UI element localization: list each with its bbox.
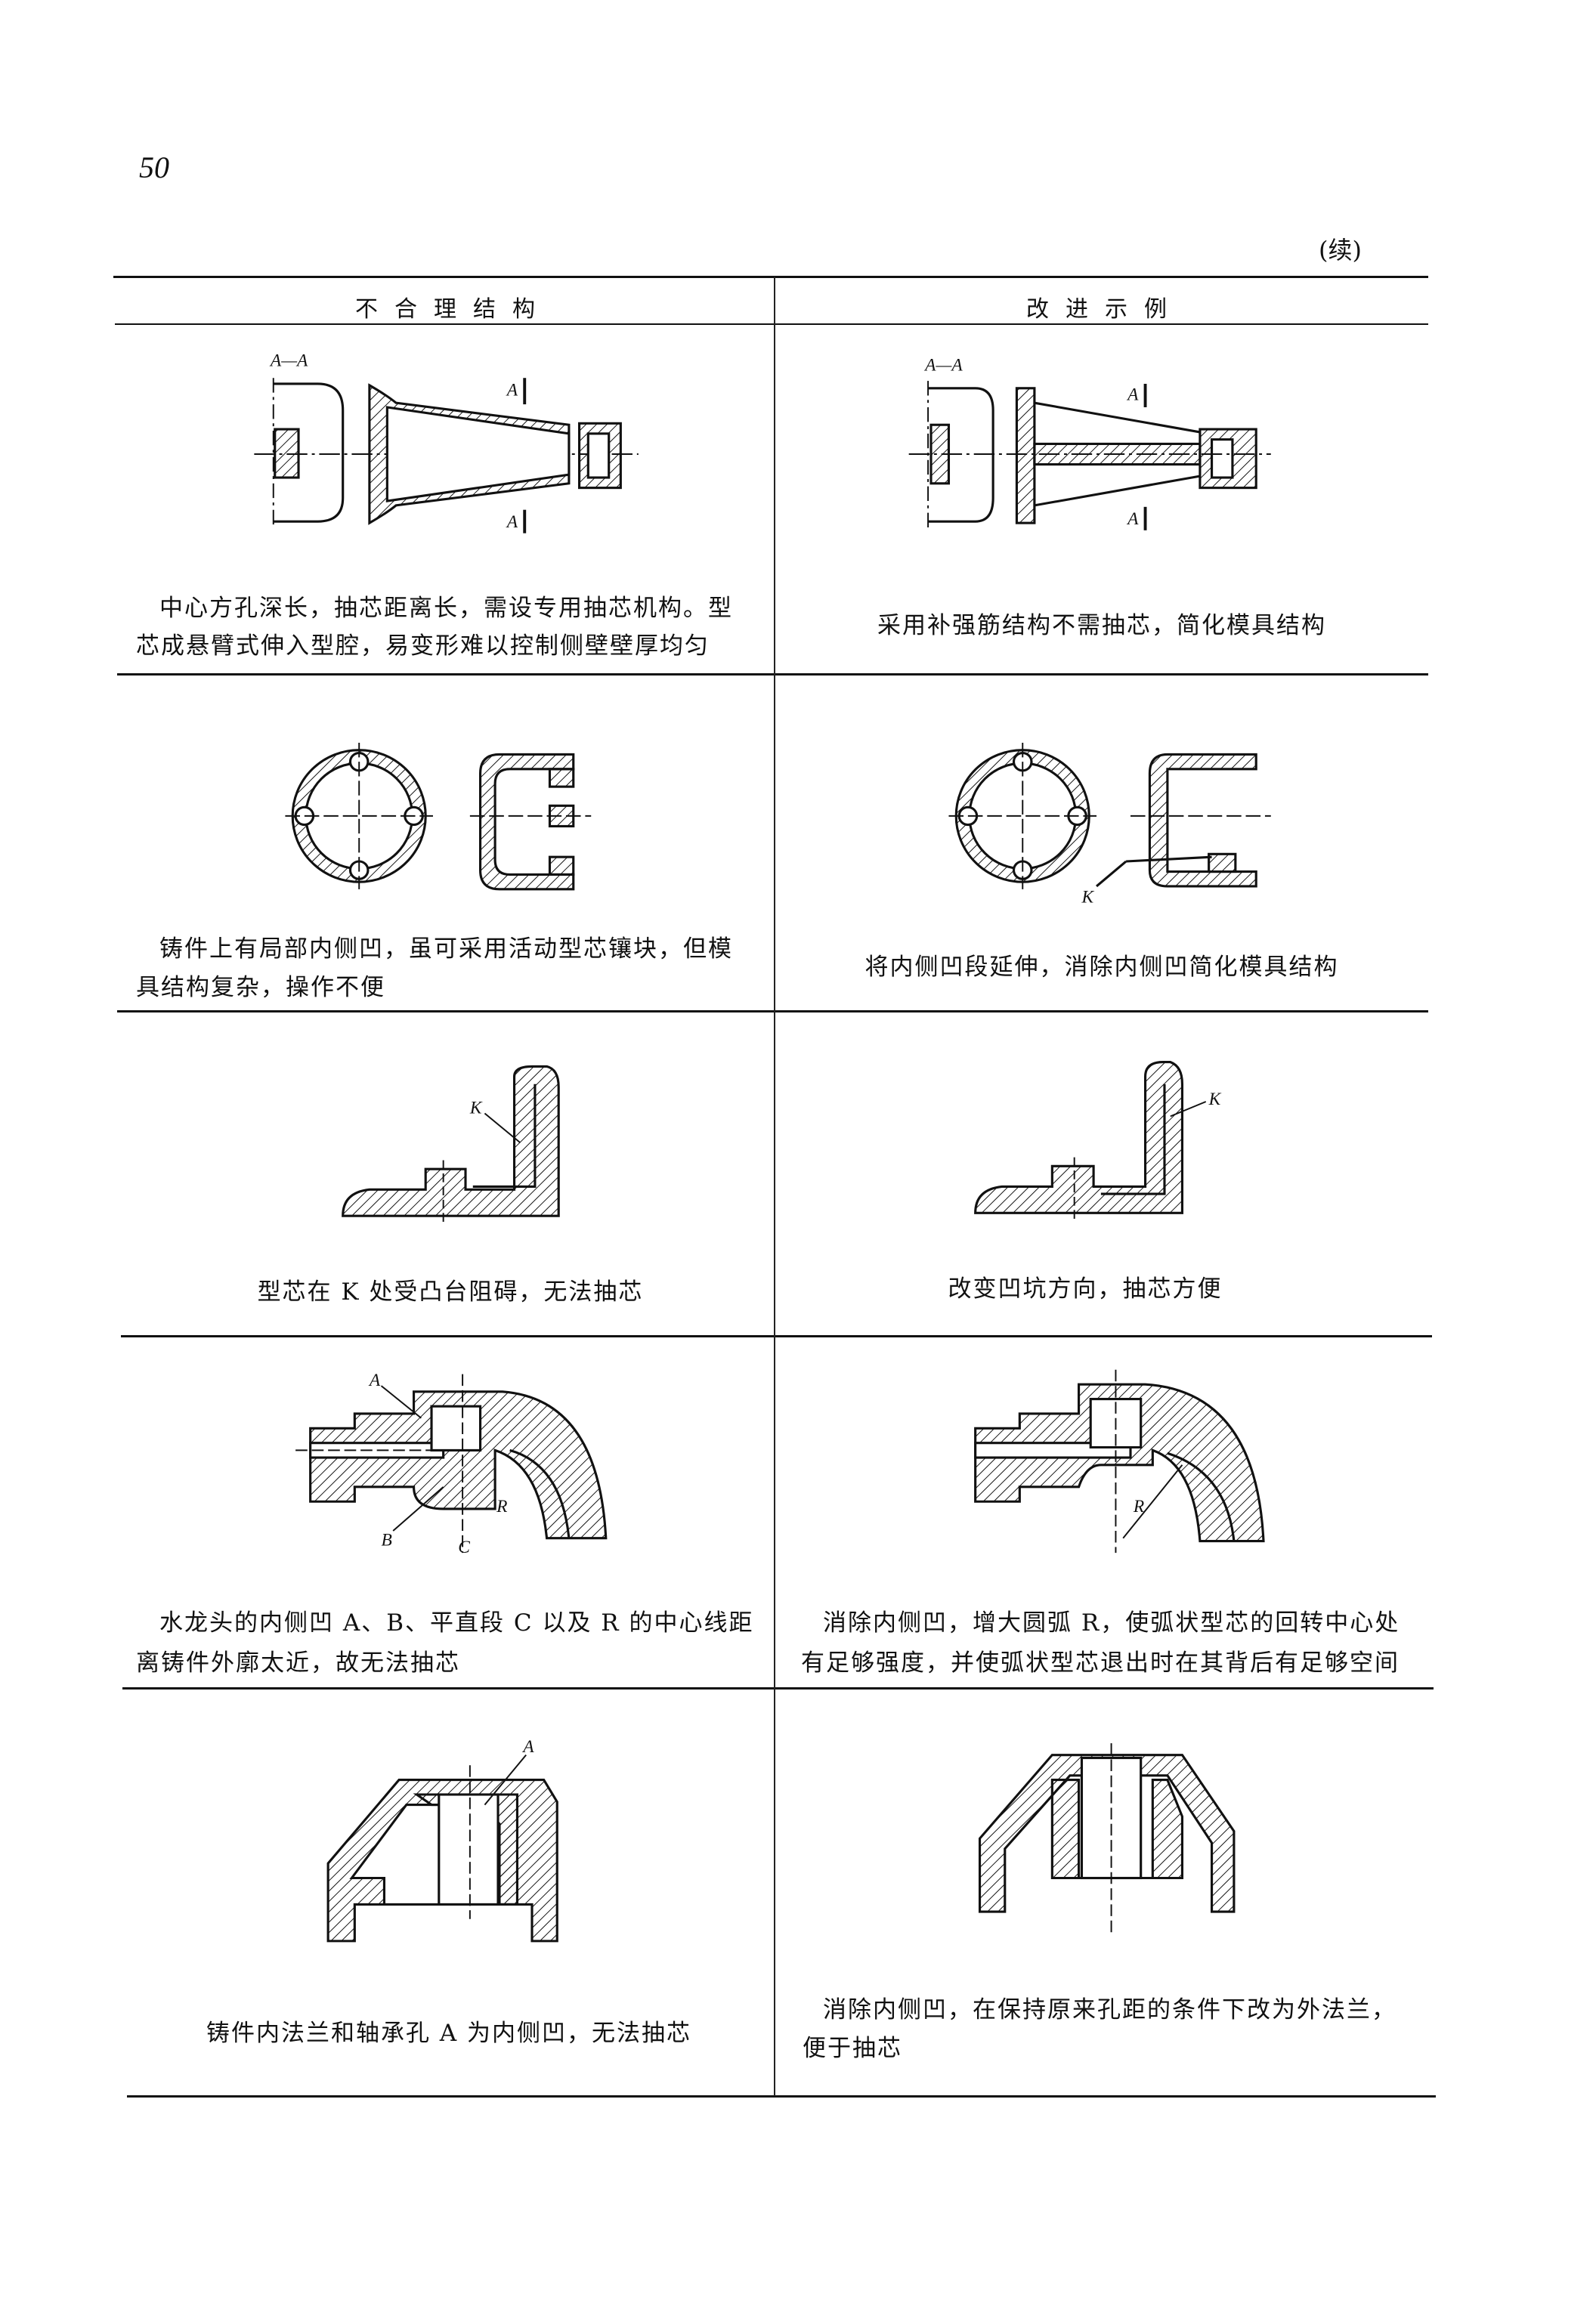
svg-text:R: R [496,1497,507,1516]
table-top-rule [113,276,1428,278]
figure-row5-good-outer-flange [978,1743,1236,1934]
svg-text:A: A [368,1371,381,1390]
row-rule-1 [117,673,1428,675]
figure-row1-good-ribbed: A—A A A [908,356,1271,530]
row5-right-text-line1: 消除内侧凹，在保持原来孔距的条件下改为外法兰， [823,1996,1396,2023]
row4-left-text-line2: 离铸件外廓太近，故无法抽芯 [136,1649,460,1677]
row3-right-text: 改变凹坑方向，抽芯方便 [948,1275,1223,1303]
column-divider [774,277,775,2096]
row-rule-2 [117,1010,1428,1012]
svg-text:A: A [506,512,518,532]
svg-text:B: B [382,1530,392,1550]
figure-row4-bad-faucet: A B C R [295,1371,608,1557]
figure-row2-good-extended-recess: K [948,742,1271,907]
page-number: 50 [139,150,169,184]
row1-right-text: 采用补强筋结构不需抽芯，简化模具结构 [877,612,1326,639]
row4-left-text-line1: 水龙头的内侧凹 A、B、平直段 C 以及 R 的中心线距 [159,1609,754,1637]
svg-text:A: A [521,1737,534,1757]
row2-left-text-line1: 铸件上有局部内侧凹，虽可采用活动型芯镶块，但模 [159,935,733,963]
figure-row5-bad-inner-flange: A [326,1737,558,1943]
row4-right-text-line1: 消除内侧凹，增大圆弧 R，使弧状型芯的回转中心处 [823,1609,1400,1637]
section-label: A—A [269,351,308,371]
figure-row2-bad-local-undercut [285,742,592,891]
svg-text:K: K [1208,1090,1222,1109]
row-rule-4 [122,1687,1434,1690]
row5-right-text-line2: 便于抽芯 [803,2035,902,2062]
header-improved-example: 改进示例 [1026,296,1183,323]
header-unreasonable-structure: 不合理结构 [355,296,552,323]
svg-text:A—A: A—A [923,356,963,376]
row3-left-text: 型芯在 K 处受凸台阻碍，无法抽芯 [257,1278,644,1306]
row2-left-text-line2: 具结构复杂，操作不便 [136,974,385,1001]
figure-row3-good-boss: K [974,1061,1222,1222]
figure-row3-bad-boss: K [342,1065,560,1225]
svg-text:A: A [506,381,518,400]
figure-row4-good-faucet: R [974,1369,1265,1553]
table-bottom-rule [127,2095,1436,2098]
svg-text:C: C [458,1538,470,1557]
svg-text:R: R [1133,1497,1144,1516]
svg-text:K: K [1081,887,1094,907]
figure-row1-bad-deep-core: A—A A A [254,351,639,533]
row5-left-text: 铸件内法兰和轴承孔 A 为内侧凹，无法抽芯 [206,2020,692,2047]
row1-left-text-line1: 中心方孔深长，抽芯距离长，需设专用抽芯机构。型 [159,595,733,622]
row1-left-text-line2: 芯成悬臂式伸入型腔，易变形难以控制侧壁壁厚均匀 [136,632,710,660]
svg-text:A: A [1126,385,1139,404]
row2-right-text: 将内侧凹段延伸，消除内侧凹简化模具结构 [865,954,1339,981]
svg-text:A: A [1126,509,1139,529]
row4-right-text-line2: 有足够强度，并使弧状型芯退出时在其背后有足够空间 [801,1649,1400,1677]
continued-label: (续) [1319,236,1362,264]
header-rule [115,323,1428,325]
row-rule-3 [121,1335,1432,1337]
svg-text:K: K [469,1099,483,1118]
